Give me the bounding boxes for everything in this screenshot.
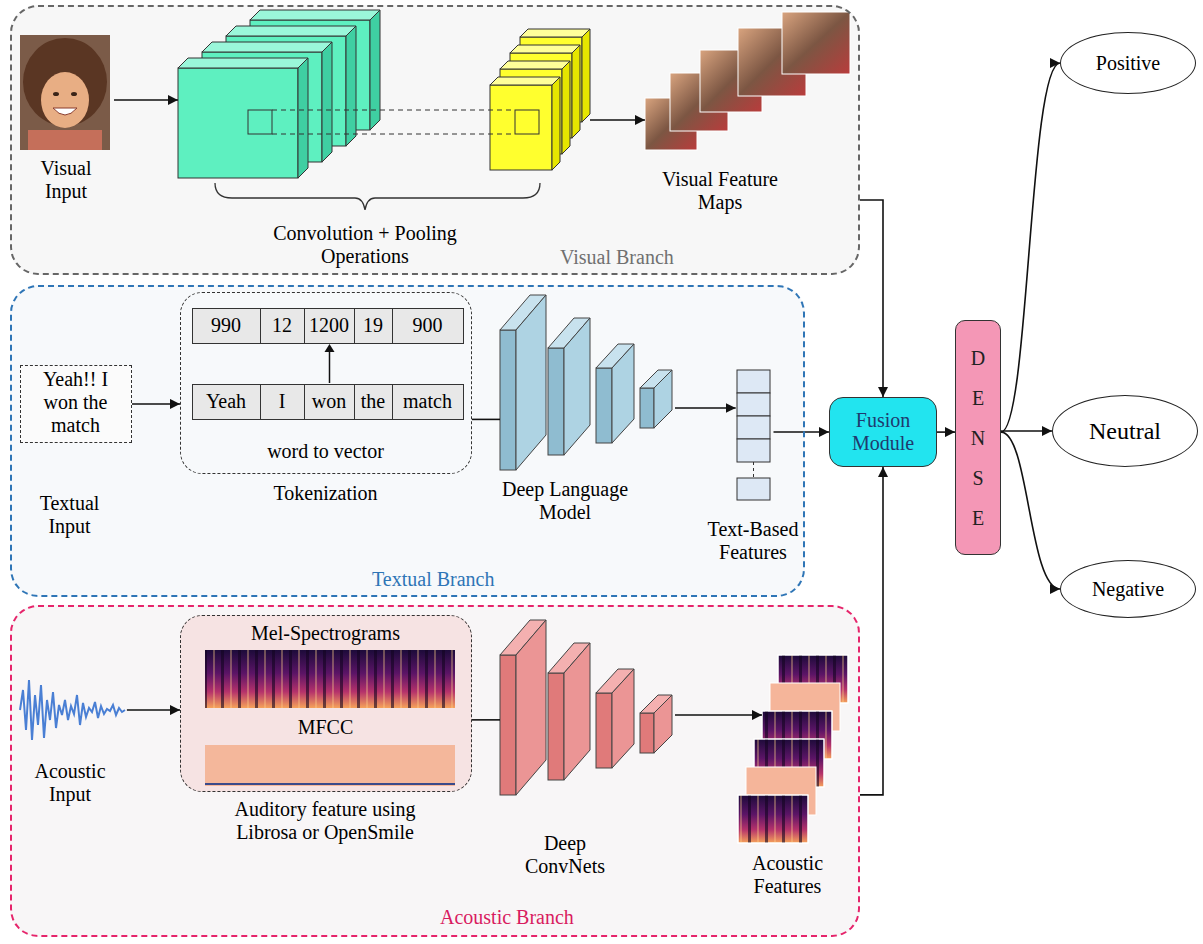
tokenization-box: word to vectorTokenization99012120019900… (180, 292, 472, 474)
convnet: Deep ConvNets (495, 625, 695, 890)
feature-extraction-box: Mel-SpectrogramsMFCCAuditory feature usi… (180, 615, 472, 792)
model-label: Deep Language Model (495, 478, 635, 524)
group-caption: Auditory feature using Librosa or OpenSm… (218, 798, 433, 844)
feature-map-crop (645, 12, 850, 150)
connector (774, 431, 830, 433)
input-image: Visual Input (20, 35, 114, 205)
feature-maps: Visual Feature Maps (640, 10, 855, 240)
connector (1001, 63, 1060, 432)
token-arrow (325, 344, 335, 383)
dense-layer: DENSE (955, 320, 1001, 555)
conv-stack: Convolution + Pooling Operations (175, 15, 590, 272)
bracket-label: Convolution + Pooling Operations (240, 222, 490, 268)
branch-panel: Acoustic Branch Acoustic Input Mel-Spectro… (10, 605, 860, 937)
connector (590, 119, 645, 121)
input-label: Visual Input (20, 157, 112, 203)
feature-name: Mel-Spectrograms (200, 622, 452, 645)
branch-panel: Visual Branch Visual InputConvolution + P… (10, 5, 860, 275)
branch-title: Textual Branch (372, 568, 542, 591)
convnet-layer (500, 620, 672, 795)
table-cell: I (260, 384, 305, 420)
connector (1001, 430, 1052, 432)
connector (860, 200, 883, 397)
feature-maps: Acoustic Features (732, 650, 857, 905)
class-ellipse: Positive (1060, 32, 1196, 94)
curly-bracket (215, 183, 540, 210)
table-cell: match (392, 384, 464, 420)
connector (114, 99, 178, 101)
layer-label: DENSE (968, 338, 988, 538)
connector (472, 419, 500, 421)
pool-block (490, 29, 590, 170)
class-label: Positive (1096, 52, 1160, 75)
panel-fill (10, 5, 860, 937)
model-label: Deep ConvNets (515, 832, 615, 878)
class-label: Negative (1092, 578, 1164, 601)
conv-block (178, 10, 380, 178)
fusion-box: Fusion Module (829, 397, 937, 467)
step-label: word to vector (200, 440, 452, 463)
connector (1001, 432, 1060, 589)
input-label: Textual Input (25, 492, 115, 538)
fusion-label: Fusion Module (830, 409, 936, 455)
class-ellipse: Negative (1060, 560, 1196, 618)
branch-title: Acoustic Branch (440, 906, 610, 929)
branch-panel: Textual BranchYeah!! I won the matchText… (10, 285, 805, 597)
connector (127, 709, 180, 711)
connector (860, 467, 883, 795)
table-cell: 990 (192, 308, 261, 344)
waveform (20, 680, 125, 740)
connector (132, 403, 180, 405)
acoustic-feature-card (738, 655, 848, 843)
feature-vector-cell (737, 370, 770, 500)
connector (937, 431, 955, 433)
table-cell: won (304, 384, 355, 420)
feature-name: MFCC (200, 716, 452, 739)
connector (472, 719, 500, 721)
output-label: Text-Based Features (703, 518, 803, 564)
text-input-box: Yeah!! I won the matchTextual Input (20, 365, 132, 443)
input-text: Yeah!! I won the match (24, 368, 128, 437)
class-label: Neutral (1089, 417, 1161, 445)
table-cell: the (354, 384, 393, 420)
table-cell: Yeah (192, 384, 261, 420)
table-cell: 12 (260, 308, 305, 344)
output-label: Visual Feature Maps (660, 168, 780, 214)
language-model: Deep Language Model (495, 292, 695, 552)
table-cell: 1200 (304, 308, 355, 344)
group-caption: Tokenization (200, 482, 452, 505)
feature-vector: Text-Based Features (700, 365, 805, 580)
input-label: Acoustic Input (20, 760, 120, 806)
projection-line (272, 110, 515, 134)
waveform-input: Acoustic Input (18, 665, 128, 815)
connector (675, 714, 762, 716)
table-cell: 19 (354, 308, 393, 344)
connector (675, 407, 736, 409)
child-photo (20, 35, 110, 150)
output-label: Acoustic Features (735, 852, 840, 898)
language-model-layer (500, 295, 672, 470)
class-ellipse: Neutral (1052, 395, 1198, 467)
branch-title: Visual Branch (560, 246, 710, 269)
table-cell: 900 (392, 308, 464, 344)
